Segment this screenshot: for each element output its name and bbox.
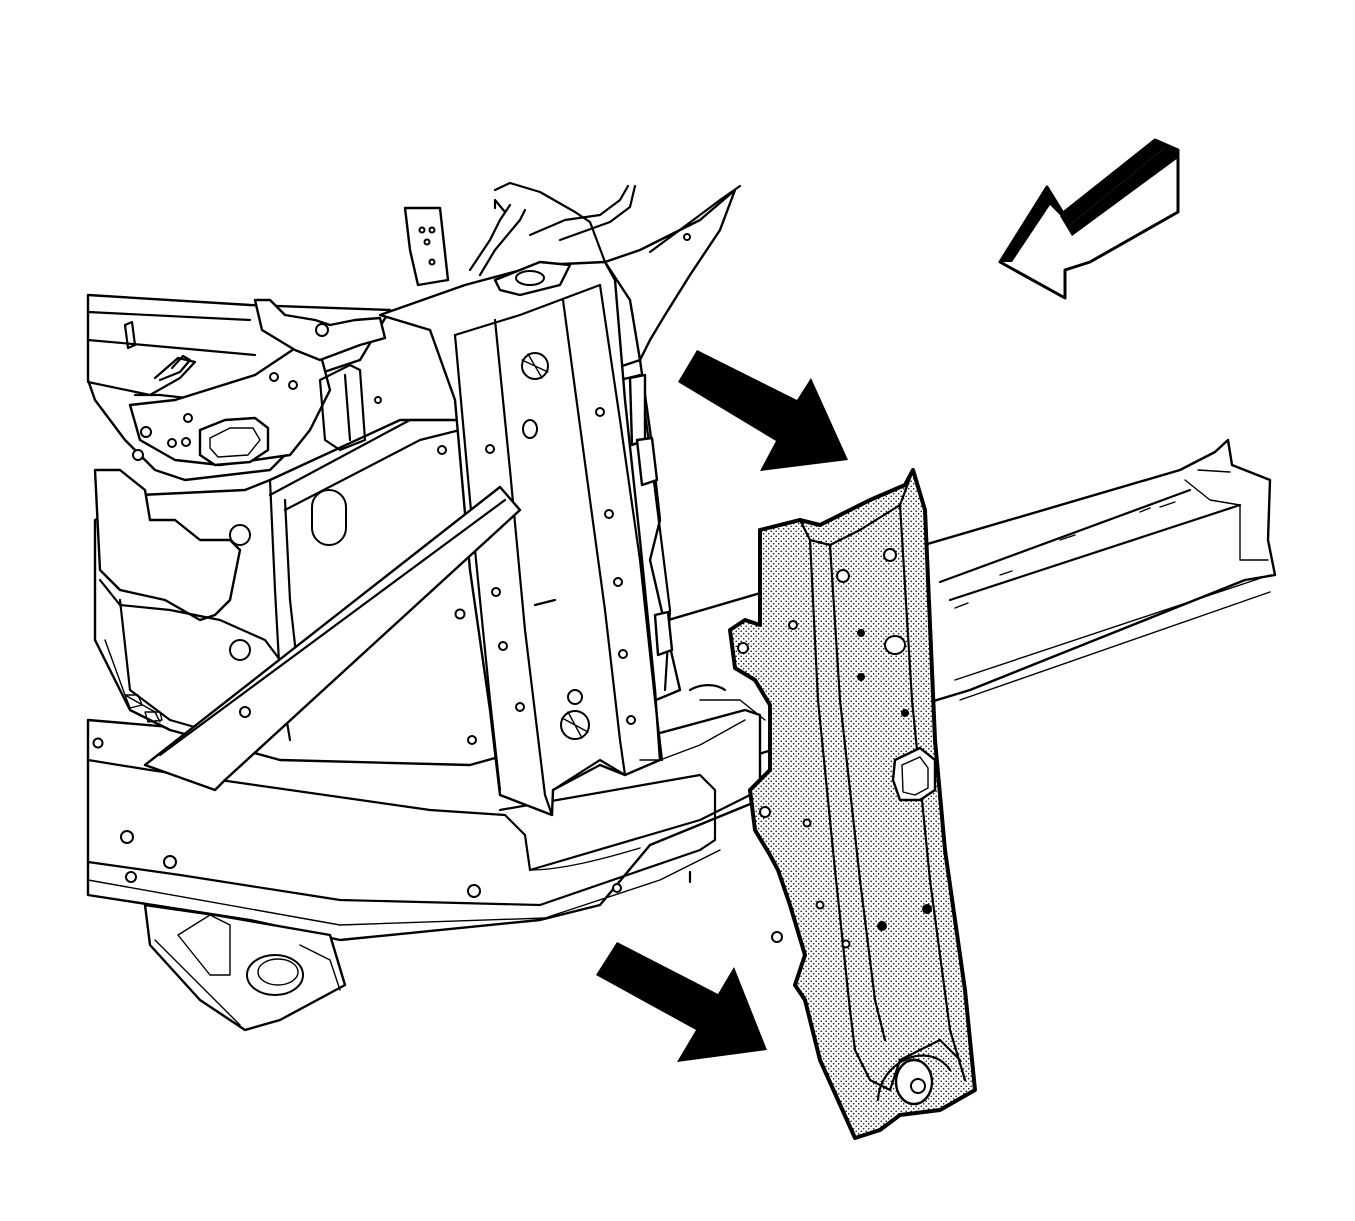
lower-mount-bracket (143, 903, 347, 1032)
frame-detail-marks (639, 684, 766, 761)
upper-bracket-assembly (86, 206, 450, 482)
reinforcement-panel (728, 468, 977, 1140)
upper-shell (468, 181, 742, 362)
top-direction-arrow (678, 350, 848, 471)
bottom-direction-arrow (596, 942, 767, 1062)
view-direction-arrow (998, 138, 1180, 300)
vertical-front-post (378, 260, 674, 817)
diagonal-brace (143, 485, 522, 792)
